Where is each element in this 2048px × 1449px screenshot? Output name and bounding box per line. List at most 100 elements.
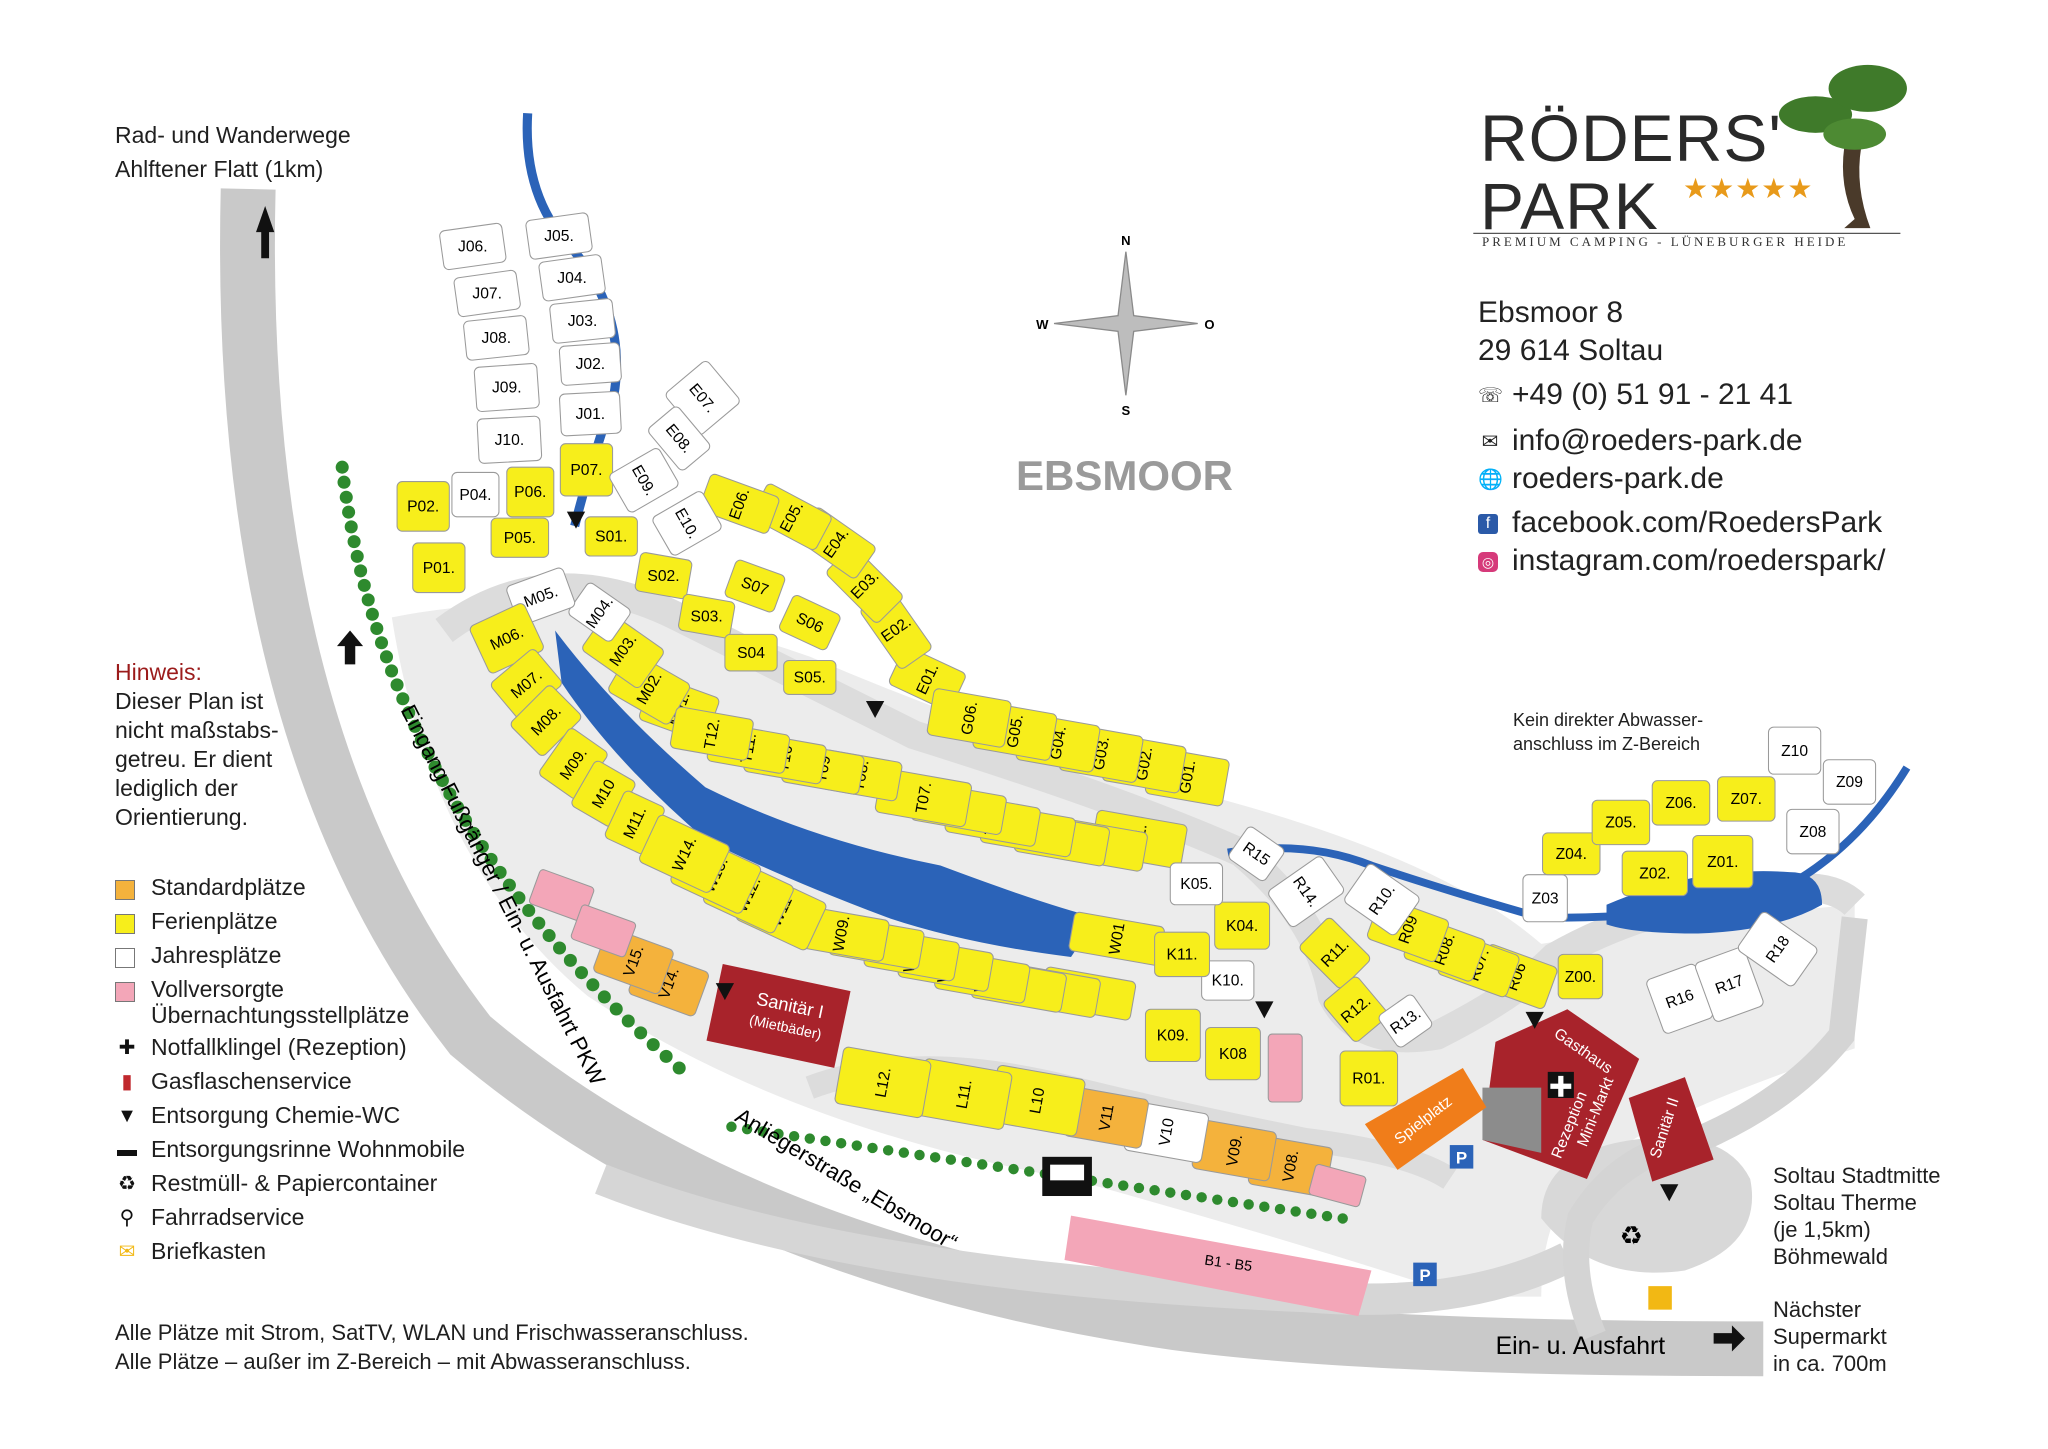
tree [402,706,416,720]
plot-e10[interactable]: E10. [651,490,723,557]
sanitary-1-building[interactable]: Sanitär I (Mietbäder) [706,964,851,1068]
plot-j08[interactable]: J08. [463,315,530,361]
tree [1102,1177,1113,1189]
gasthaus-building[interactable]: Gasthaus Rezeption Mini-Markt [1482,1009,1640,1180]
legend-swatch [115,880,135,900]
plot-p01[interactable]: P01. [412,542,466,594]
plot-s01[interactable]: S01. [584,516,638,557]
plot-k10[interactable]: K10. [1201,960,1255,1001]
parking-icon-2[interactable]: P [1449,1145,1474,1169]
plot-s02[interactable]: S02. [634,552,693,600]
plot-r10[interactable]: R10. [1343,862,1421,936]
plot-m08[interactable]: M08. [509,684,583,758]
plot-t12[interactable]: T12. [669,706,754,761]
tree [1196,1192,1207,1203]
parking-icon-1[interactable]: P [1413,1262,1437,1287]
chemical-toilet-icon[interactable] [1525,1011,1544,1029]
plot-z08[interactable]: Z08 [1786,808,1840,855]
plot-j04[interactable]: J04. [538,254,606,302]
plot-j07[interactable]: J07. [453,269,521,318]
plot-p02[interactable]: P02. [396,481,450,532]
recycling-icon[interactable]: ♻ [1620,1220,1643,1250]
plot-j09[interactable]: J09. [473,363,540,413]
plot-p06[interactable]: P06. [506,466,555,518]
mailbox-icon[interactable] [1648,1286,1672,1310]
plot-r14[interactable]: R14. [1267,855,1346,929]
compass-s: S [1122,403,1131,418]
plot-z09[interactable]: Z09 [1822,759,1877,805]
plot-s03[interactable]: S03. [678,593,736,639]
plot-s05[interactable]: S05. [783,659,837,695]
plot-v11[interactable]: V11 [1063,1086,1149,1149]
sanitary-2-building[interactable]: Sanitär II [1628,1077,1714,1182]
plot-k04[interactable]: K04. [1214,901,1271,950]
compass-o: O [1204,317,1214,332]
plot-j02[interactable]: J02. [558,342,622,386]
parking-b-label: B1 - B5 [1203,1253,1253,1276]
plot-m07[interactable]: M07. [489,648,563,721]
plot-k11[interactable]: K11. [1154,931,1210,978]
plot-j06[interactable]: J06. [439,222,507,271]
plot-shape [1692,834,1754,889]
plot-s07[interactable]: S07 [724,559,786,614]
plot-l12[interactable]: L12. [834,1046,932,1119]
plot-j05[interactable]: J05. [525,212,593,260]
plot-p07[interactable]: P07. [559,443,614,497]
plot-k05[interactable]: K05. [1169,862,1224,906]
plot-k08[interactable]: K08 [1205,1026,1261,1081]
overnight-pitch[interactable] [1267,1033,1303,1103]
plot-k09[interactable]: K09. [1144,1008,1201,1063]
plot-v09[interactable]: V09. [1191,1119,1277,1182]
plot-e06[interactable]: E06. [698,473,780,535]
plot-z00[interactable]: Z00. [1557,953,1604,1000]
chemical-toilet-icon[interactable] [715,983,735,1001]
plot-w01[interactable]: W01 [1068,911,1165,966]
plot-r15[interactable]: R15 [1227,825,1286,883]
plot-j01[interactable]: J01. [559,390,622,437]
plot-l10[interactable]: L10 [988,1064,1086,1137]
plot-z06[interactable]: Z06. [1651,780,1711,826]
chemical-toilet-icon[interactable] [1255,1001,1274,1019]
plot-z01[interactable]: Z01. [1692,834,1754,889]
tree [458,813,473,827]
plot-j10[interactable]: J10. [476,415,543,464]
plot-p05[interactable]: P05. [490,517,550,558]
plot-shape [558,342,622,386]
overnight-pitch[interactable] [570,904,637,958]
plot-label: T12. [701,717,723,751]
trail-note-line1: Rad- und Wanderwege [115,122,351,148]
plot-m04[interactable]: M04. [567,581,632,643]
plot-s04[interactable]: S04 [724,633,778,672]
plot-r12[interactable]: R12. [1322,975,1390,1044]
plot-r16[interactable]: R16 [1645,963,1714,1035]
plot-s06[interactable]: S06 [778,594,842,652]
legend-label: Ferienplätze [151,908,278,934]
legend-label: Briefkasten [151,1238,267,1264]
chemical-toilet-icon[interactable] [566,511,586,529]
plot-r18[interactable]: R18 [1736,910,1819,987]
overnight-pitch[interactable] [528,869,595,923]
plot-r01[interactable]: R01. [1339,1050,1399,1107]
chemical-toilet-icon[interactable] [1660,1184,1679,1202]
plot-p04[interactable]: P04. [451,471,500,518]
plot-shape [1767,726,1822,775]
plot-r11[interactable]: R11. [1298,916,1372,990]
plot-j03[interactable]: J03. [549,298,616,344]
plot-r13[interactable]: R13. [1377,993,1434,1049]
plot-g06[interactable]: G06. [926,688,1012,748]
overnight-pitch[interactable] [1308,1164,1367,1208]
plot-z07[interactable]: Z07. [1717,776,1776,822]
plot-r17[interactable]: R17 [1694,946,1765,1023]
plot-m09[interactable]: M09. [538,727,609,801]
plot-shape [648,406,711,471]
chemical-toilet-icon[interactable] [865,700,885,718]
plot-z10[interactable]: Z10 [1767,726,1822,775]
plot-z05[interactable]: Z05. [1591,799,1651,846]
plot-w14[interactable]: W14. [638,814,731,894]
plot-e09[interactable]: E09. [608,447,680,514]
plot-z04[interactable]: Z04. [1542,832,1601,876]
plot-e08[interactable]: E08. [647,405,712,472]
plot-z02[interactable]: Z02. [1621,850,1689,897]
plot-l11[interactable]: L11. [915,1058,1013,1130]
plot-z03[interactable]: Z03 [1522,874,1568,923]
